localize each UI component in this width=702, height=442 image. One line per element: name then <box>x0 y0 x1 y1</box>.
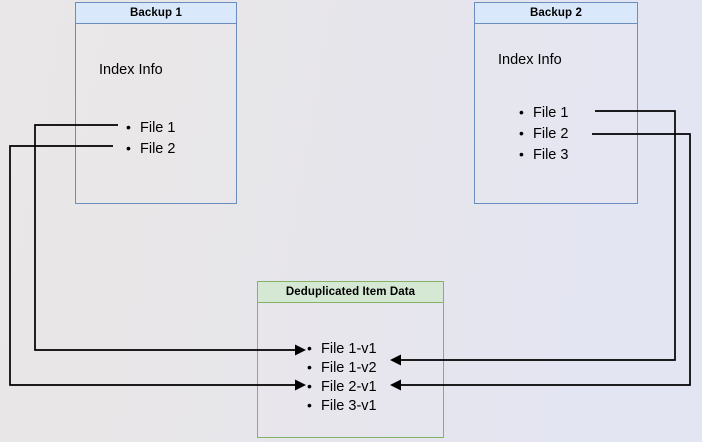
list-item[interactable]: File 2 <box>519 123 568 145</box>
backup-1-box[interactable]: Backup 1 Index Info File 1 File 2 <box>75 2 237 204</box>
deduplicated-item-data-box[interactable]: Deduplicated Item Data File 1-v1 File 1-… <box>257 281 444 438</box>
list-item[interactable]: File 1-v1 <box>307 339 377 359</box>
backup-2-index-info-label: Index Info <box>498 52 562 68</box>
list-item[interactable]: File 2-v1 <box>307 377 377 397</box>
dedup-item-list: File 1-v1 File 1-v2 File 2-v1 File 3-v1 <box>307 339 377 416</box>
backup-1-index-info-label: Index Info <box>99 62 163 78</box>
list-item[interactable]: File 1 <box>519 102 568 124</box>
backup-1-title: Backup 1 <box>76 3 236 24</box>
dedup-title: Deduplicated Item Data <box>258 282 443 303</box>
list-item[interactable]: File 1 <box>126 117 175 139</box>
backup-1-file-list: File 1 File 2 <box>126 117 175 160</box>
backup-2-title: Backup 2 <box>475 3 637 24</box>
backup-2-box[interactable]: Backup 2 Index Info File 1 File 2 File 3 <box>474 2 638 204</box>
list-item[interactable]: File 1-v2 <box>307 358 377 378</box>
backup-2-file-list: File 1 File 2 File 3 <box>519 102 568 166</box>
list-item[interactable]: File 3-v1 <box>307 396 377 416</box>
list-item[interactable]: File 3 <box>519 144 568 166</box>
list-item[interactable]: File 2 <box>126 138 175 160</box>
